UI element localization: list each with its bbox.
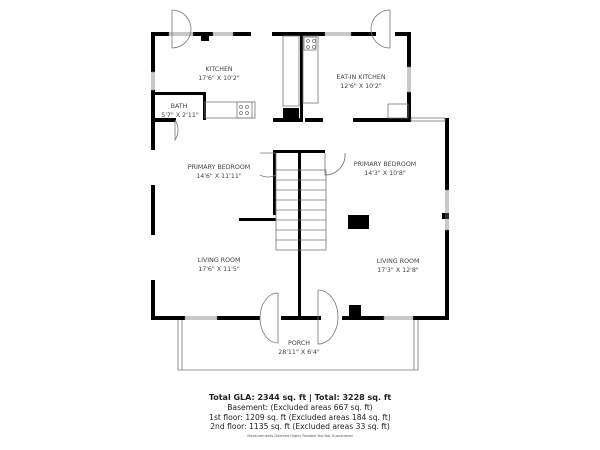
walls — [151, 32, 449, 320]
room-labels: KITCHEN 17'6" X 10'2" EAT-IN KITCHEN 12'… — [161, 66, 419, 356]
room-dims: 5'7" X 2'11" — [161, 112, 199, 119]
room-dims: 17'3" X 12'8" — [377, 267, 419, 274]
room-name: PORCH — [288, 340, 310, 347]
room-dims: 12'6" X 10'2" — [340, 83, 382, 90]
room-dims: 17'6" X 10'2" — [198, 75, 240, 82]
first-floor-area: 1st floor: 1209 sq. ft (Excluded areas 1… — [209, 413, 391, 422]
room-name: LIVING ROOM — [377, 258, 420, 265]
door-swing — [171, 9, 192, 49]
basement-area: Basement: (Excluded areas 667 sq. ft) — [227, 403, 373, 412]
room-dims: 14'3" X 10'8" — [364, 170, 406, 177]
room-name: LIVING ROOM — [198, 257, 241, 264]
room-name: KITCHEN — [205, 66, 233, 73]
room-dims: 28'11" X 6'4" — [278, 349, 320, 356]
room-name: EAT-IN KITCHEN — [336, 74, 385, 81]
total-area: Total GLA: 2344 sq. ft | Total: 3228 sq.… — [208, 393, 392, 402]
disclaimer: Measurements Deemed Highly Reliable But … — [247, 434, 353, 438]
room-name: BATH — [171, 103, 188, 110]
room-name: PRIMARY BEDROOM — [354, 161, 416, 168]
room-dims: 14'6" X 11'11" — [196, 173, 242, 180]
room-dims: 17'6" X 11'5" — [198, 266, 240, 273]
second-floor-area: 2nd floor: 1135 sq. ft (Excluded areas 3… — [210, 422, 390, 431]
windows-doors — [151, 9, 449, 371]
room-name: PRIMARY BEDROOM — [188, 164, 250, 171]
